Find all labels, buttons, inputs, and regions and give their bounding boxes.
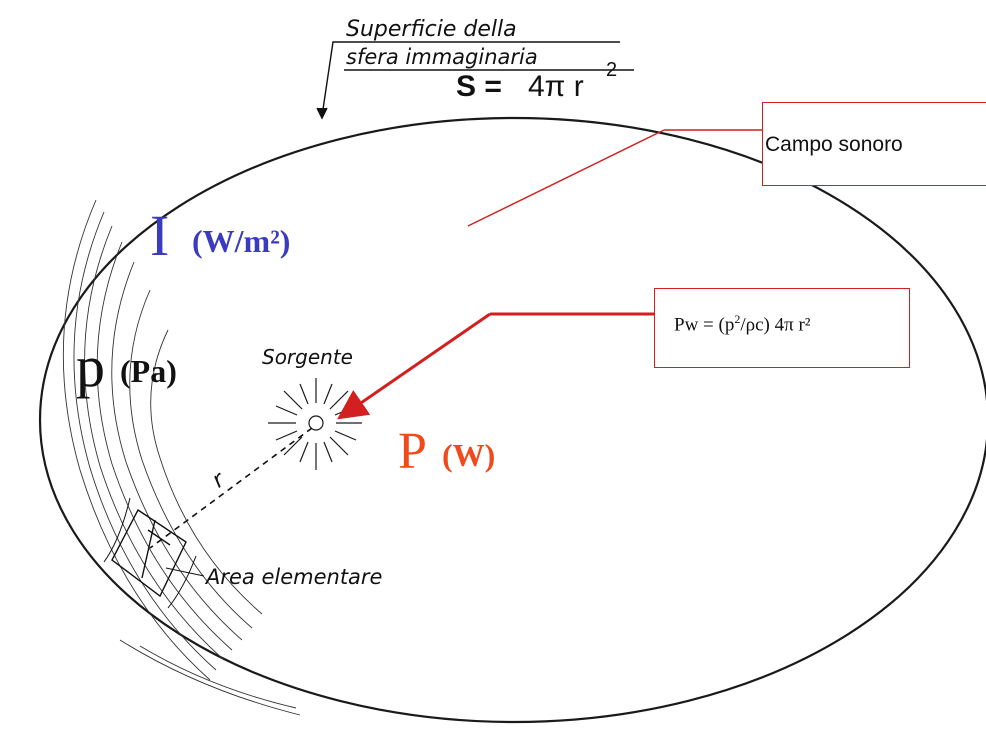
superficie-label-line1: Superficie della: [346, 17, 517, 42]
campo-sonoro-label: Campo sonoro: [765, 133, 903, 156]
superficie-label-line2: sfera immaginaria: [346, 45, 538, 69]
area-elementare-label: Area elementare: [204, 565, 382, 589]
power-unit: (W): [442, 437, 495, 473]
power-formula: Pw = (p2/ρc) 4π r²: [674, 312, 810, 336]
pw-formula-exp: 2: [734, 312, 741, 326]
surface-formula-exp: 2: [606, 59, 617, 81]
campo-sonoro-callout: Campo sonoro: [762, 102, 986, 186]
power-symbol: P: [398, 423, 427, 480]
pressure-symbol: p: [76, 334, 105, 399]
surface-formula-s: S =: [456, 70, 502, 103]
radius-line: [149, 427, 313, 549]
pw-formula-prefix: Pw = (p: [674, 314, 735, 336]
pw-leader: [337, 312, 654, 420]
source-burst: [268, 378, 362, 470]
imaginary-sphere: [39, 116, 986, 724]
power-formula-callout: Pw = (p2/ρc) 4π r²: [654, 288, 910, 368]
pressure-unit: (Pa): [120, 353, 177, 389]
area-leader: [165, 567, 205, 577]
surface-formula-rhs: 4π r: [528, 70, 584, 103]
intensity-symbol: I: [150, 203, 169, 268]
pw-formula-rest: /ρc) 4π r²: [740, 314, 811, 336]
sphere-shading: [62, 199, 301, 716]
radius-label: r: [208, 466, 231, 493]
elementary-area-patch: [103, 497, 197, 609]
intensity-unit: (W/m²): [192, 223, 290, 259]
sorgente-label: Sorgente: [262, 345, 353, 369]
surface-leader: [316, 41, 634, 120]
campo-sonoro-leader: [467, 129, 762, 227]
